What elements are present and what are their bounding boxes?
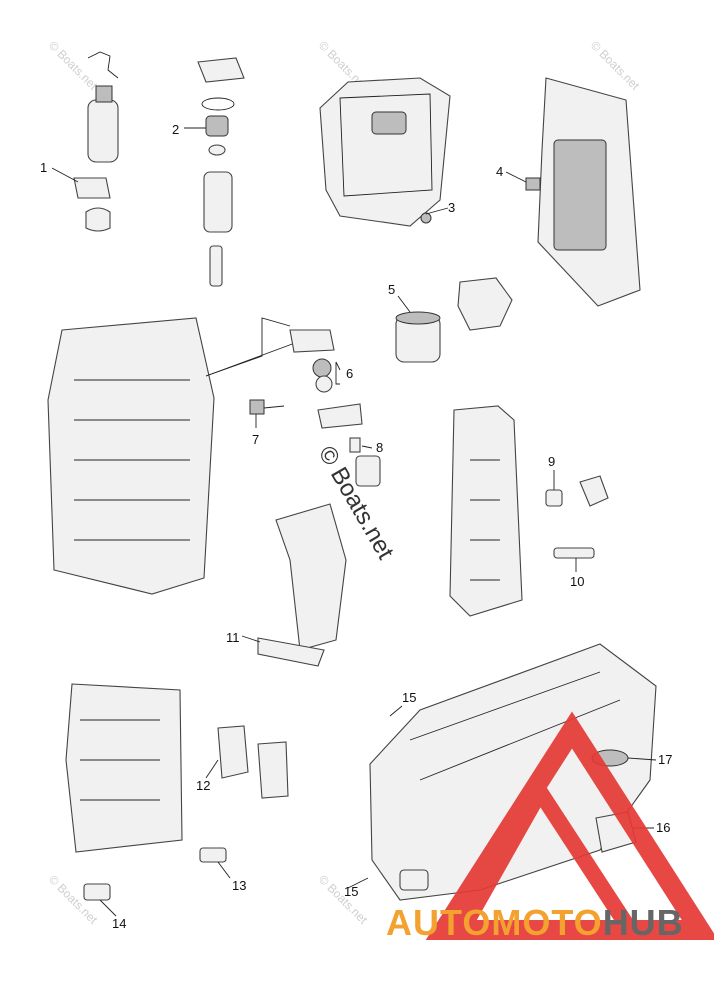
callout-15-upper: 15 [402,690,416,705]
callout-11: 11 [226,630,240,645]
callout-numbers: 1 2 3 4 5 6 7 8 9 10 11 12 13 14 15 15 1… [40,122,672,931]
sensor-7-part [249,399,285,415]
bracket-part [257,503,347,667]
callout-14: 14 [112,916,126,931]
oil-pan-part [319,77,451,227]
callout-8: 8 [376,440,383,455]
cylinder-head-part [449,405,609,617]
callout-6: 6 [346,366,353,381]
logo-text-moto: MOTO [491,902,602,943]
svg-text:AUTOMOTOHUB: AUTOMOTOHUB [386,902,684,943]
sensor-9-part [545,489,563,507]
callout-15-lower: 15 [344,884,358,899]
watermark-top-left: © Boats.net [46,38,101,93]
automotohub-logo: AUTOMOTOHUB [386,711,714,943]
callout-9: 9 [548,454,555,469]
callout-1: 1 [40,160,47,175]
watermark-top-right: © Boats.net [588,38,643,93]
lower-intake-part [65,683,289,901]
spark-plug-part [553,547,595,559]
callout-2: 2 [172,122,179,137]
oil-filter-part [395,277,513,363]
intake-manifold-part [525,77,641,307]
logo-text-hub: HUB [603,902,684,943]
callout-7: 7 [252,432,259,447]
lower-unit-housing-part [369,643,657,901]
callout-16: 16 [656,820,670,835]
sensor-8-part [317,403,381,487]
callout-4: 4 [496,164,503,179]
logo-text-auto: AUTO [386,902,491,943]
callout-13: 13 [232,878,246,893]
callout-3: 3 [448,200,455,215]
fuel-filter-part [197,57,245,287]
fuel-pump-part [73,51,119,232]
logo-triangle-inner [448,776,645,938]
thermostat-part [289,329,335,393]
callout-5: 5 [388,282,395,297]
cylinder-block-part [47,317,331,595]
callout-17: 17 [658,752,672,767]
callout-10: 10 [570,574,584,589]
callout-12: 12 [196,778,210,793]
leader-lines [51,127,657,917]
